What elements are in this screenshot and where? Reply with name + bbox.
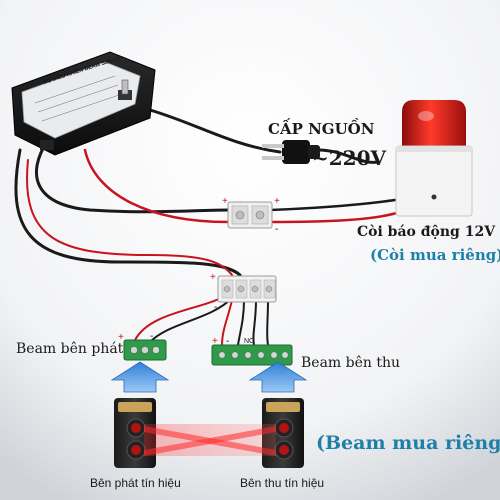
wire-bundle-red [26, 159, 233, 276]
arrow-up-right-icon [248, 361, 308, 393]
wire-controller-to-connector-red [83, 148, 230, 224]
wire-terminal-to-rx-2 [237, 299, 245, 346]
voltage-label: ~220V [312, 146, 387, 170]
power-plug [262, 140, 320, 164]
tx-terminal-plus: + [118, 332, 124, 343]
beam-note: (Beam mua riêng) [316, 432, 500, 454]
power-cable [316, 148, 380, 164]
inline-connector: + + - [222, 196, 280, 235]
wire-terminal-to-tx-black [149, 297, 233, 343]
connector-plus-right: + [274, 196, 280, 207]
wire-terminal-to-tx-red [134, 295, 226, 341]
arrow-up-left-icon [110, 361, 170, 393]
beam-rx-label: Beam bên thu [301, 355, 401, 371]
beam-transmitter-sensor [114, 398, 156, 468]
beam-tx-label: Beam bên phát [16, 341, 124, 357]
terminal-minus: - [214, 302, 217, 313]
wire-connector-to-siren-black [268, 198, 397, 212]
beam-tx-terminal: + - [118, 331, 167, 361]
controller-knob-base [118, 90, 132, 100]
plug-prong-bottom [262, 156, 284, 160]
terminal-plus: + [210, 272, 216, 283]
cable-gland [40, 140, 54, 150]
wire-terminal-to-rx-1 [221, 299, 233, 346]
siren-red-dome [402, 100, 466, 146]
controller-label-plate [21, 61, 141, 139]
siren-white-body [395, 145, 473, 217]
rx-terminal-plus: + [212, 336, 218, 347]
wire-bundle-to-terminal [14, 148, 242, 277]
siren-label: Còi báo động 12V [357, 224, 496, 240]
adjust-knob-icon [121, 79, 129, 95]
rx-terminal-minus: - [226, 336, 229, 347]
wire-connector-to-siren-red [268, 210, 402, 224]
beam-rx-terminal: + - NC [211, 336, 293, 366]
plug-prong-top [262, 144, 284, 148]
wire-controller-to-connector-black [34, 138, 230, 214]
siren-note: (Còi mua riêng) [370, 246, 500, 264]
wire-terminal-to-rx-3 [252, 299, 257, 346]
connector-minus-right: - [275, 224, 278, 235]
connector-plus-left: + [222, 196, 228, 207]
power-label: CẤP NGUỒN [268, 120, 375, 138]
siren-hole [431, 194, 437, 200]
terminal-block: + - [210, 272, 277, 313]
rx-terminal-nc: NC [244, 338, 254, 345]
infrared-beams [144, 424, 276, 456]
wire-terminal-to-rx-4 [266, 299, 269, 346]
rx-signal-label: Bên thu tín hiệu [240, 476, 325, 490]
siren [395, 100, 473, 217]
wires [14, 108, 402, 346]
tx-terminal-minus: - [150, 331, 153, 342]
tx-signal-label: Bên phát tín hiệu [90, 476, 181, 490]
wire-controller-to-plug [148, 108, 282, 154]
